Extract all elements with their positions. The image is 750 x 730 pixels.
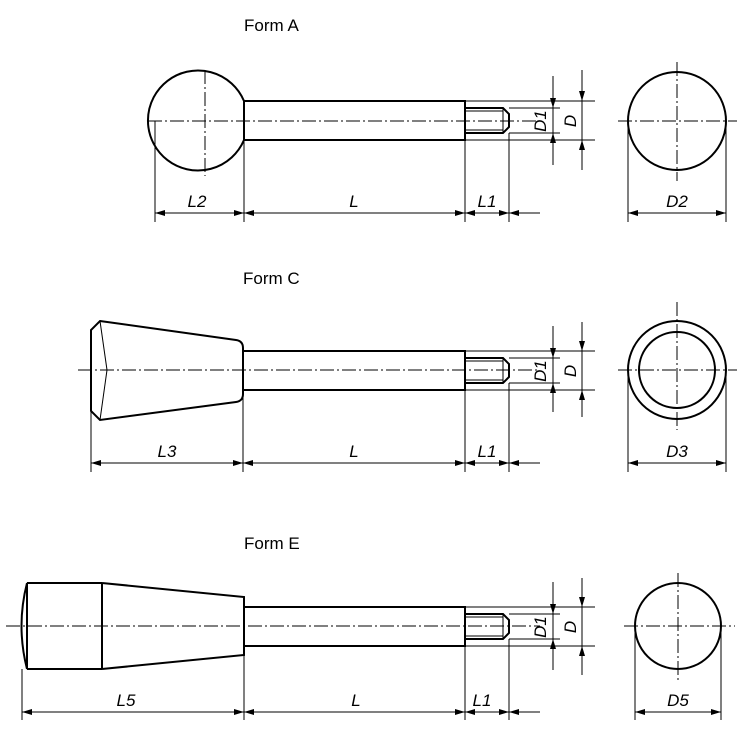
form-a-dim-d1: D1 <box>531 110 550 132</box>
form-a-ball-knob <box>147 69 245 172</box>
form-e-length-dims: L5 L L1 <box>21 639 540 720</box>
form-a-dim-l: L <box>349 192 358 211</box>
form-e-end-view: D5 <box>624 573 735 720</box>
form-e-dim-d1: D1 <box>531 616 550 638</box>
form-a-dim-d: D <box>561 115 580 127</box>
form-a: Form A D1 <box>147 16 737 222</box>
form-e: Form E <box>6 534 735 720</box>
form-e-dim-l: L <box>351 691 360 710</box>
form-e-dim-l5: L5 <box>117 691 136 710</box>
form-a-diameter-dims: D1 D <box>465 70 595 170</box>
form-c-side-view <box>78 319 540 422</box>
form-c-dim-d3: D3 <box>666 442 688 461</box>
form-e-diameter-dims: D1 D <box>465 578 595 675</box>
form-a-dim-l1: L1 <box>478 192 497 211</box>
form-c-dim-d: D <box>561 365 580 377</box>
form-c-dim-l3: L3 <box>158 442 177 461</box>
form-e-dim-d: D <box>561 621 580 633</box>
form-e-dim-l1: L1 <box>473 691 492 710</box>
form-c-title: Form C <box>243 269 300 288</box>
form-e-title: Form E <box>244 534 300 553</box>
form-a-length-dims: L2 L L1 <box>154 121 540 222</box>
form-e-side-view <box>6 582 540 670</box>
form-a-side-view <box>147 69 540 176</box>
form-a-end-view: D2 <box>618 62 737 222</box>
form-c-dim-l1: L1 <box>478 442 497 461</box>
form-e-dim-d5: D5 <box>667 691 689 710</box>
form-c-end-view: D3 <box>618 302 737 472</box>
form-a-dim-d2: D2 <box>666 192 688 211</box>
form-a-dim-l2: L2 <box>188 192 207 211</box>
form-c-diameter-dims: D1 D <box>465 322 595 417</box>
form-e-end-cap <box>20 582 28 670</box>
form-a-title: Form A <box>244 16 299 35</box>
form-c: Form C D1 D <box>78 269 737 472</box>
form-c-length-dims: L3 L L1 <box>90 383 540 472</box>
form-c-dim-l: L <box>349 442 358 461</box>
form-c-dim-d1: D1 <box>531 360 550 382</box>
